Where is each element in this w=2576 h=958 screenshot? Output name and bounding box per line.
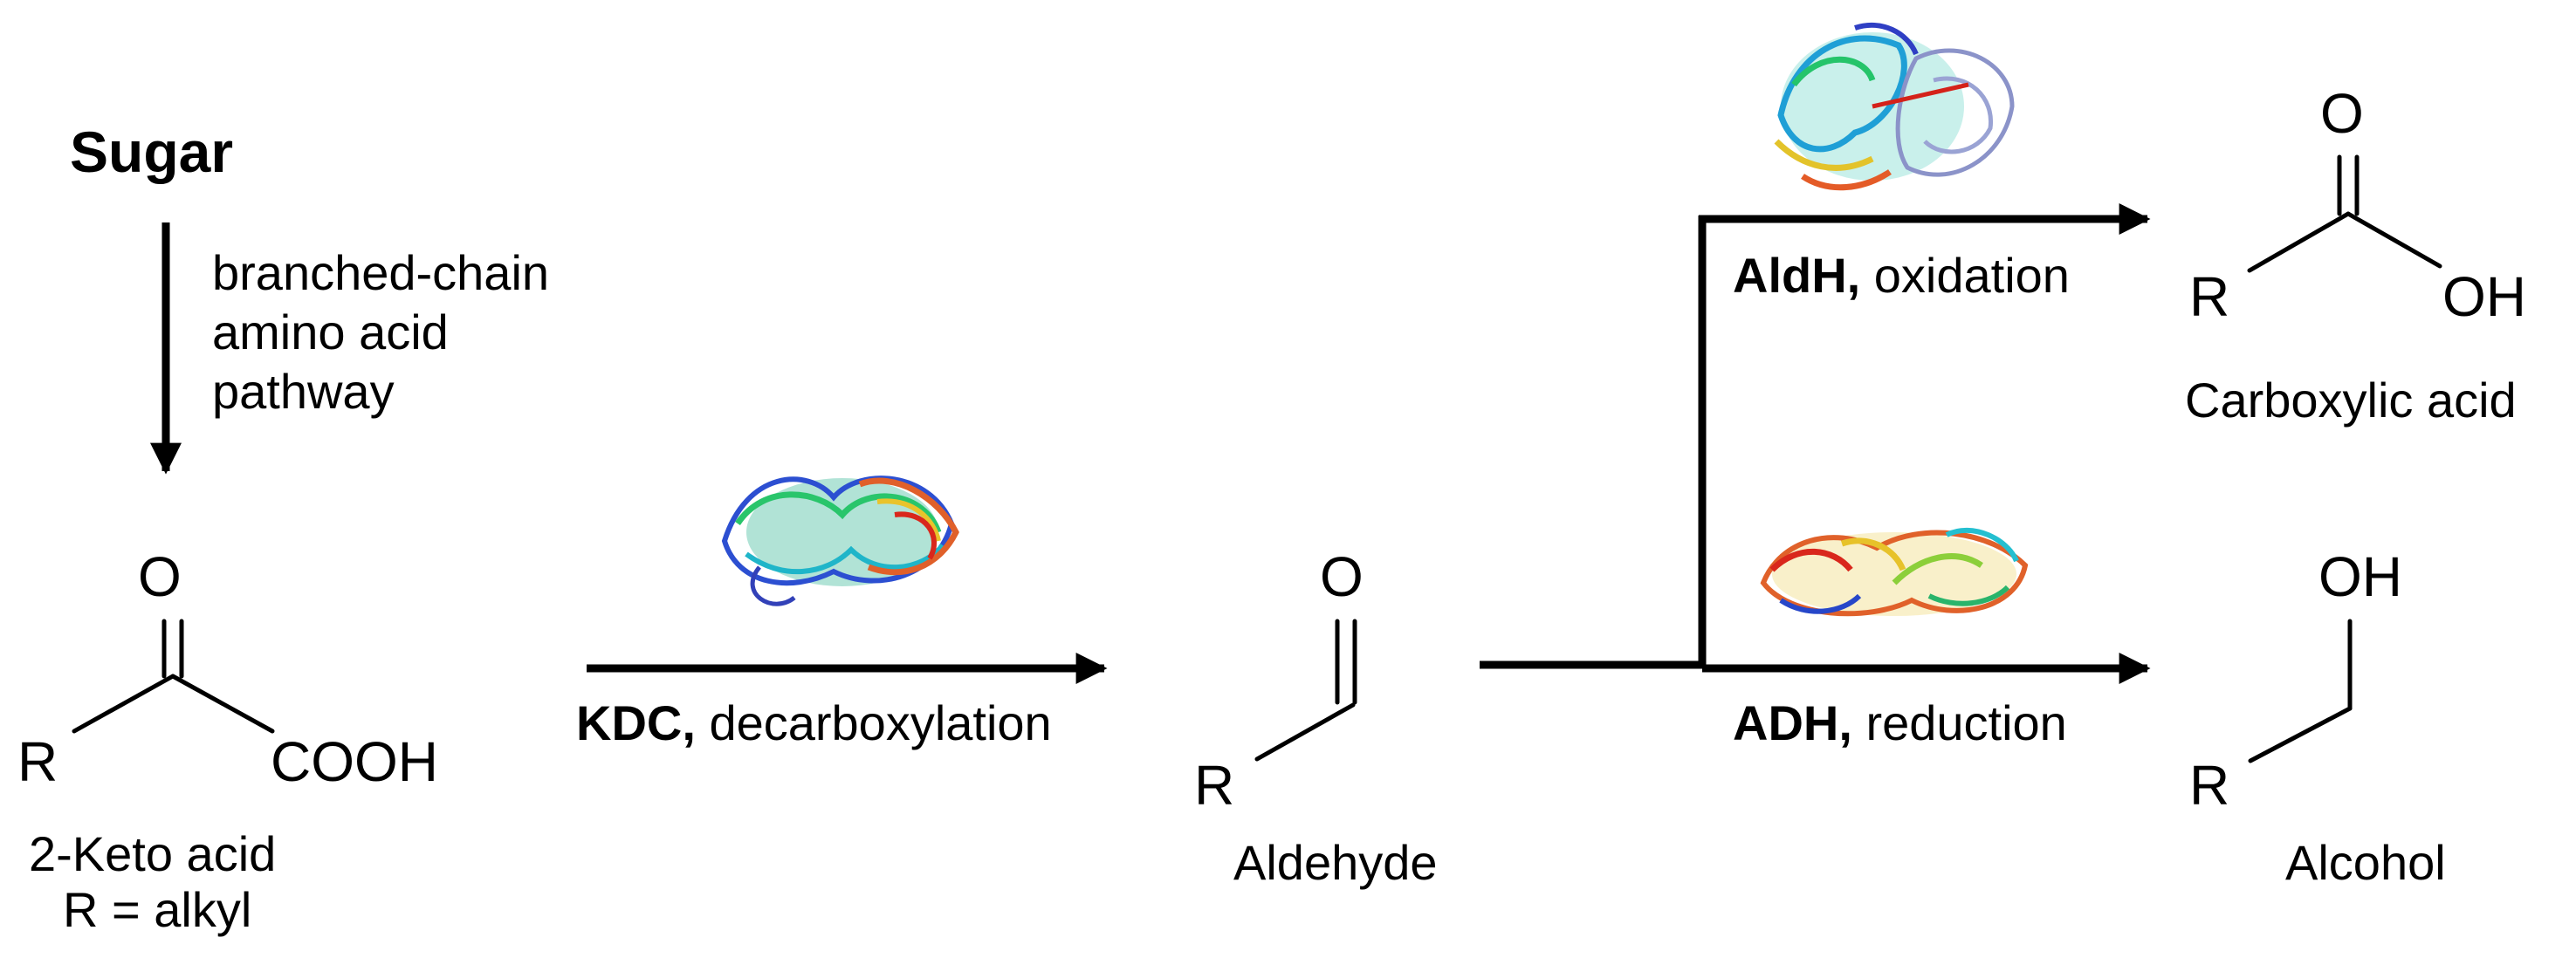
keto-acid-r: R <box>17 730 58 793</box>
carboxylic-acid-r: R <box>2189 265 2229 328</box>
pathway-line-3: pathway <box>212 364 395 419</box>
alcohol-r: R <box>2189 754 2229 817</box>
keto-acid-cooh: COOH <box>271 730 438 793</box>
adh-protein-structure-icon <box>1760 527 2029 617</box>
aldehyde-name: Aldehyde <box>1233 835 1438 890</box>
aldh-step-label: AldH, oxidation <box>1733 248 2070 303</box>
aldehyde-r: R <box>1194 754 1234 817</box>
keto-acid-r-definition: R = alkyl <box>63 882 251 937</box>
keto-acid-structure: O R COOH <box>17 545 438 793</box>
aldehyde-structure: O R <box>1194 545 1364 817</box>
sugar-label: Sugar <box>70 120 233 184</box>
pathway-line-2: amino acid <box>212 305 449 359</box>
pathway-line-1: branched-chain <box>212 245 549 300</box>
adh-reaction: reduction <box>1865 695 2066 750</box>
keto-acid-o: O <box>138 545 182 608</box>
kdc-enzyme: KDC, <box>576 695 696 750</box>
alcohol-name: Alcohol <box>2285 835 2446 890</box>
aldh-reaction: oxidation <box>1874 248 2070 303</box>
carboxylic-acid-structure: O R OH <box>2189 82 2526 328</box>
carboxylic-acid-name: Carboxylic acid <box>2185 373 2517 428</box>
adh-enzyme: ADH, <box>1733 695 1852 750</box>
keto-acid-name: 2-Keto acid <box>29 826 276 881</box>
kdc-step-label: KDC, decarboxylation <box>576 695 1052 750</box>
aldh-enzyme: AldH, <box>1733 248 1860 303</box>
aldh-protein-structure-icon <box>1774 22 2015 191</box>
alcohol-structure: OH R <box>2189 545 2402 817</box>
alcohol-oh: OH <box>2318 545 2402 608</box>
carboxylic-acid-oh: OH <box>2442 265 2526 328</box>
carboxylic-acid-o: O <box>2320 82 2364 145</box>
aldehyde-o: O <box>1320 545 1364 608</box>
kdc-reaction: decarboxylation <box>709 695 1051 750</box>
adh-step-label: ADH, reduction <box>1733 695 2067 750</box>
kdc-protein-structure-icon <box>721 476 959 606</box>
